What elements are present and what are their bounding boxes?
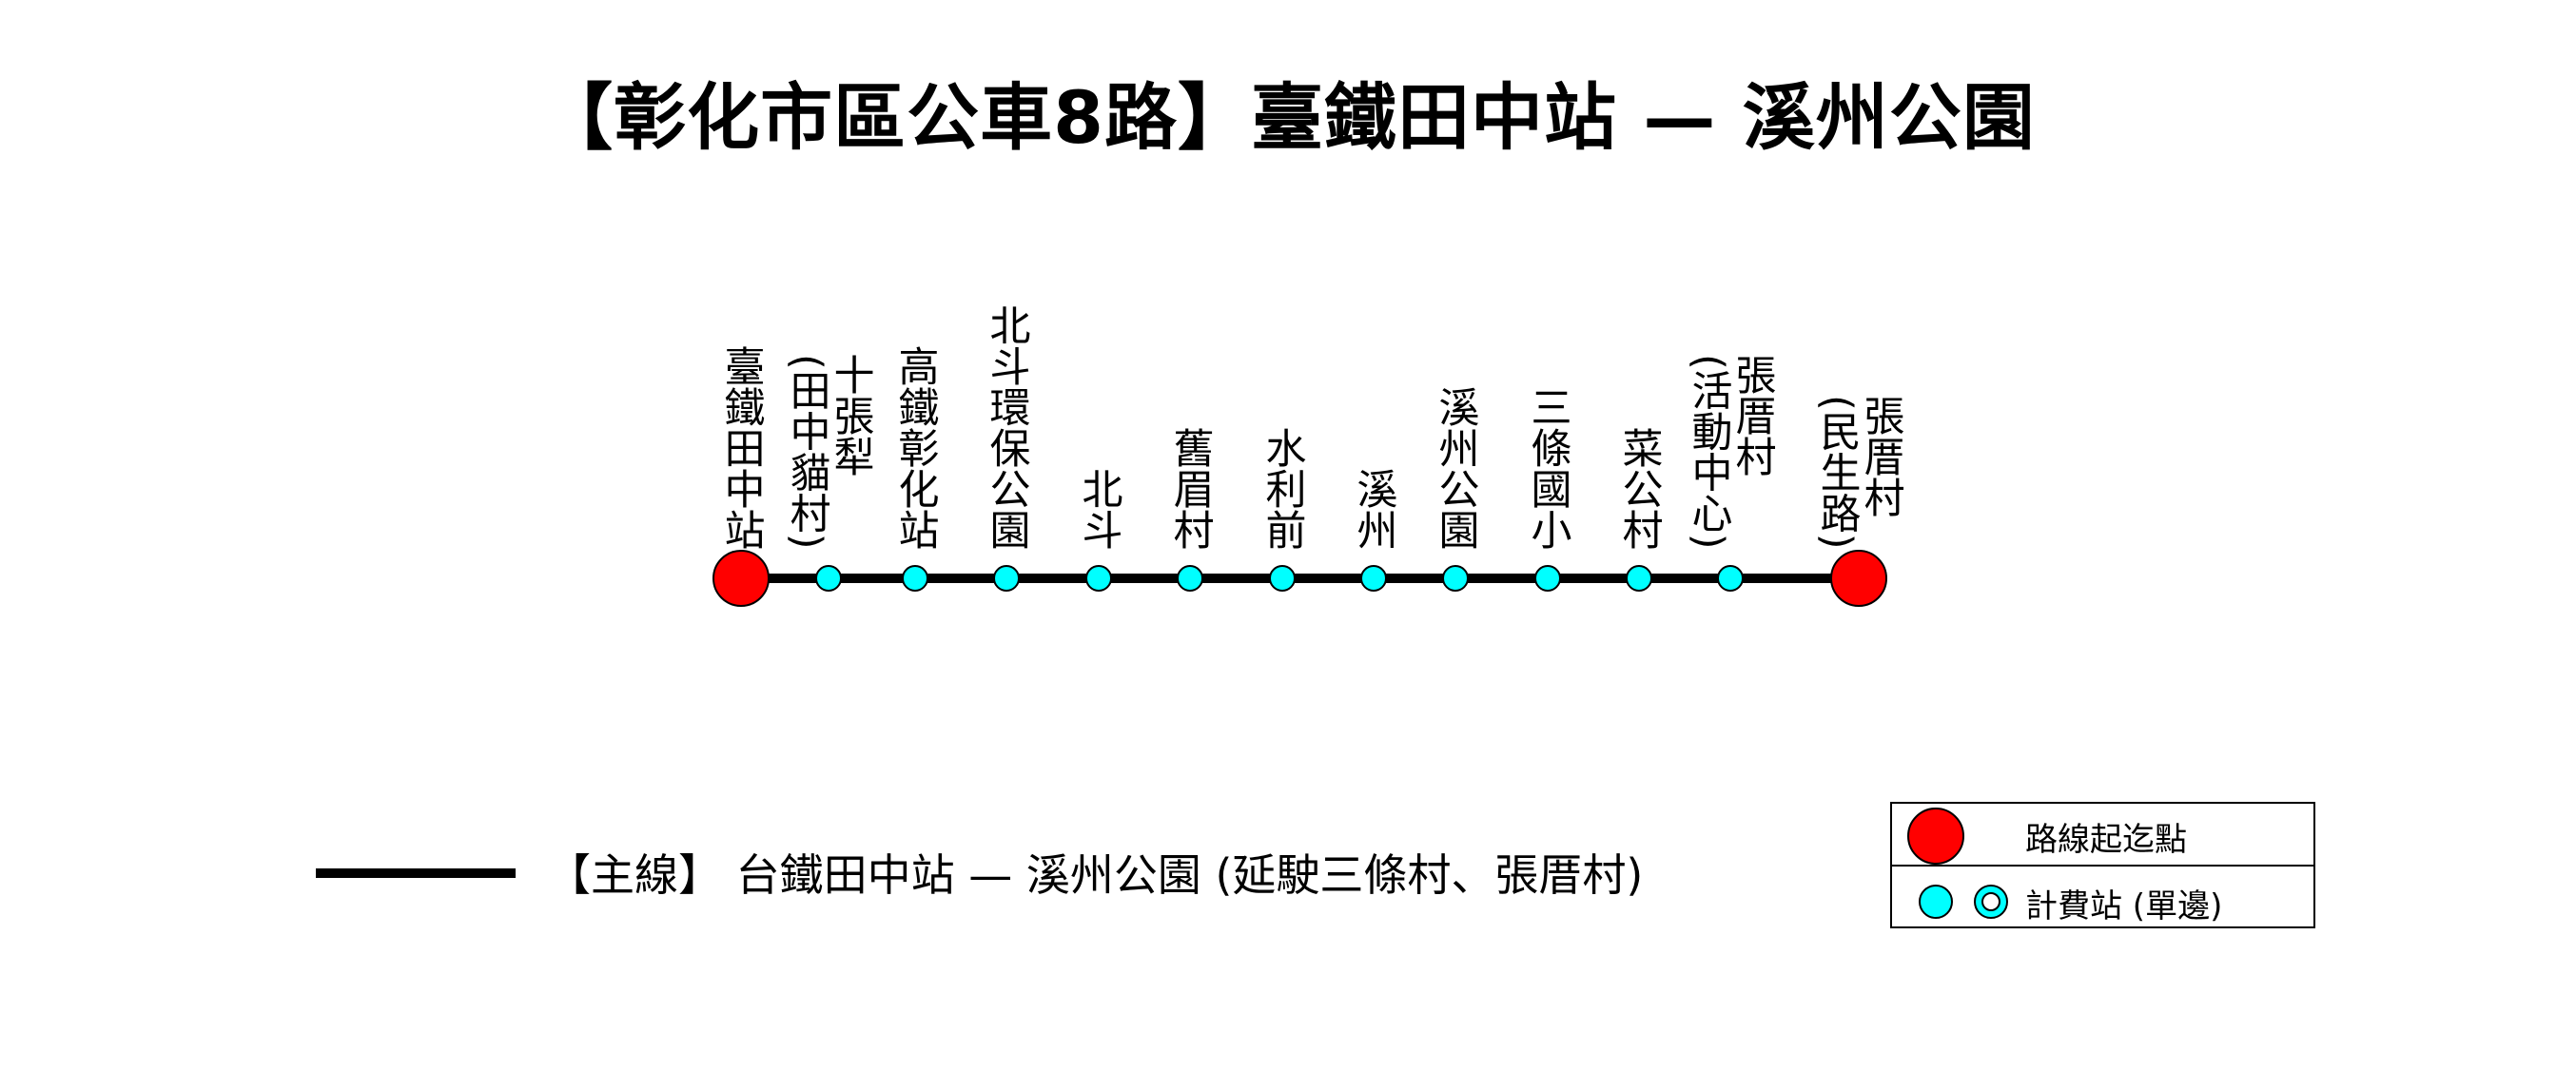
stop-marker <box>1534 565 1561 592</box>
route-title: 【彰化市區公車8路】臺鐵田中站 — 溪州公園 <box>540 75 2036 160</box>
stop-marker <box>1626 565 1652 592</box>
stop-label: 溪州公園 <box>1432 386 1479 550</box>
stop-markers <box>712 550 1887 607</box>
stop-name: 高鐵彰化站 <box>891 345 939 550</box>
stop-name: 北斗 <box>1075 468 1122 550</box>
legend-symbols <box>1907 808 2008 919</box>
stop-subname: (田中貓村) <box>783 354 830 550</box>
stop-subname: (活動中心) <box>1685 354 1732 550</box>
legend-stop-dot <box>1919 885 1953 919</box>
stop-marker <box>1269 565 1296 592</box>
main-line-legend-text: 【主線】 台鐵田中站 — 溪州公園 (延駛三條村、張厝村) <box>547 849 1644 901</box>
stop-name: 舊眉村 <box>1166 427 1214 550</box>
stop-label: 菜公村 <box>1615 427 1663 550</box>
stop-label: 十張犁(田中貓村) <box>783 354 874 550</box>
stop-name: 十張犁 <box>827 354 874 477</box>
main-line-legend-sample <box>316 868 516 878</box>
stop-marker <box>1442 565 1469 592</box>
stop-label: 水利前 <box>1259 427 1306 550</box>
stop-label: 北斗 <box>1075 468 1122 550</box>
legend-terminal-dot <box>1907 808 1964 865</box>
stop-marker <box>902 565 928 592</box>
stop-name: 張厝村 <box>1857 395 1904 517</box>
stop-label: 高鐵彰化站 <box>891 345 939 550</box>
stop-name: 溪州公園 <box>1432 386 1479 550</box>
stop-name: 水利前 <box>1259 427 1306 550</box>
stop-name: 菜公村 <box>1615 427 1663 550</box>
legend-box: 路線起迄點 計費站 (單邊) <box>1890 802 2315 928</box>
legend-divider <box>1892 865 2313 867</box>
stop-label: 張厝村(民生路) <box>1813 395 1904 550</box>
stop-name: 張厝村 <box>1728 354 1776 477</box>
stop-marker <box>815 565 842 592</box>
stop-name: 北斗環保公園 <box>983 304 1030 550</box>
stop-label: 舊眉村 <box>1166 427 1214 550</box>
legend-terminal-label: 路線起迄點 <box>2025 821 2187 859</box>
stop-label: 溪州 <box>1350 468 1397 550</box>
stop-marker <box>1177 565 1203 592</box>
terminal-marker <box>1830 550 1887 607</box>
legend-stop-ring-inner <box>1981 892 2000 911</box>
stop-marker <box>1085 565 1112 592</box>
stop-label: 三條國小 <box>1524 386 1571 550</box>
stop-label: 北斗環保公園 <box>983 304 1030 550</box>
stop-name: 臺鐵田中站 <box>717 345 765 550</box>
legend-stop-label: 計費站 (單邊) <box>2025 887 2223 925</box>
route-diagram <box>712 550 1887 607</box>
stop-label: 張厝村(活動中心) <box>1685 354 1776 550</box>
stop-name: 三條國小 <box>1524 386 1571 550</box>
stop-marker <box>1717 565 1744 592</box>
stop-marker <box>1360 565 1387 592</box>
stop-marker <box>993 565 1020 592</box>
stop-label: 臺鐵田中站 <box>717 345 765 550</box>
stop-subname: (民生路) <box>1813 395 1861 550</box>
stop-name: 溪州 <box>1350 468 1397 550</box>
terminal-marker <box>712 550 770 607</box>
